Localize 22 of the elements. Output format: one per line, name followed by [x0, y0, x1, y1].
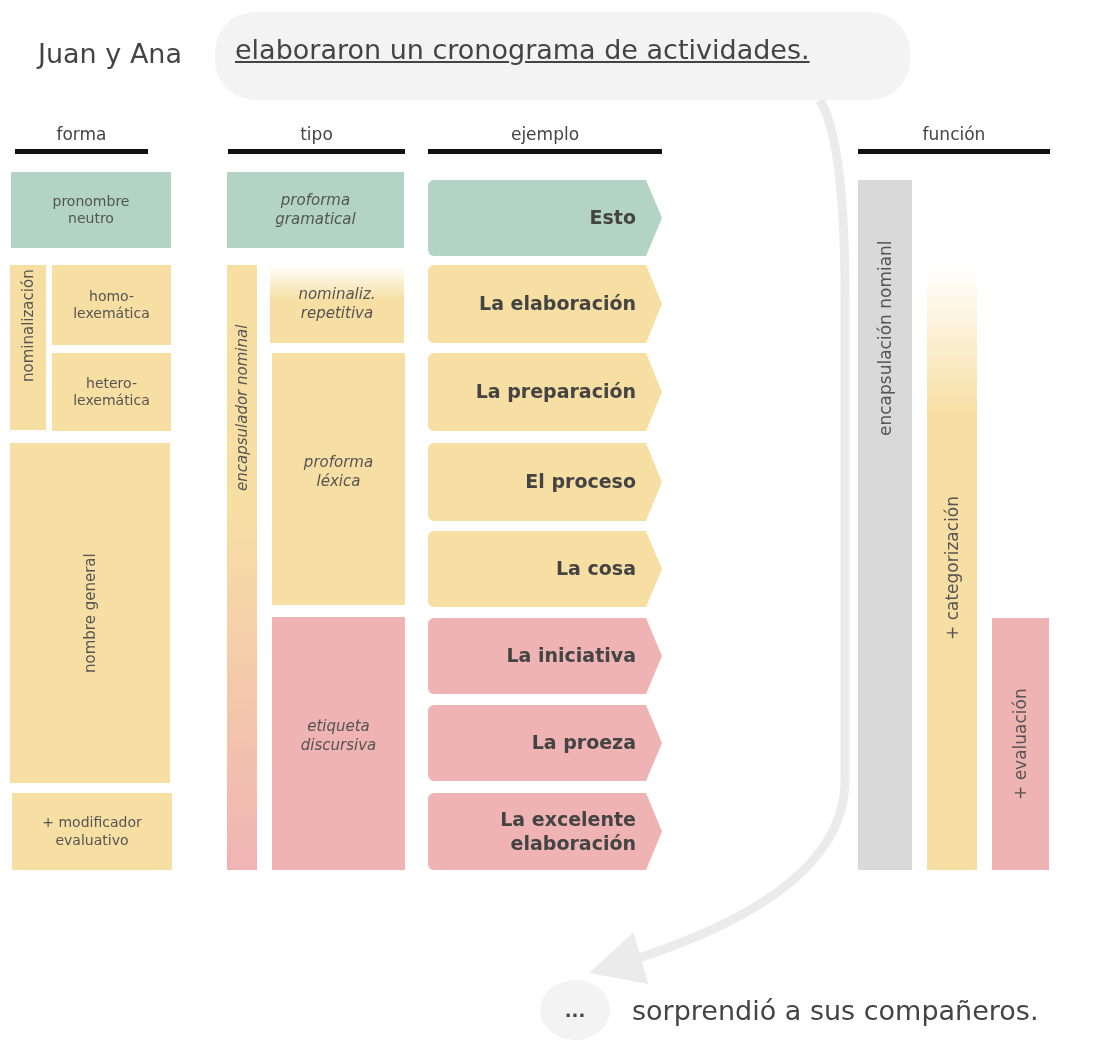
category-box: proforma léxica: [272, 353, 405, 605]
column-header: función: [921, 124, 987, 144]
vertical-bar: nominalización: [10, 265, 46, 430]
sentence-text: sorprendió a sus compañeros.: [632, 995, 1039, 1026]
category-box: nombre general: [10, 443, 170, 783]
speech-bubble: elaboraron un cronograma de actividades.: [215, 12, 910, 100]
column-header: ejemplo: [509, 124, 581, 144]
category-box: nominaliz. repetitiva: [270, 265, 404, 343]
column-header: forma: [55, 124, 108, 144]
category-box: hetero- lexemática: [52, 353, 171, 431]
category-box: homo- lexemática: [52, 265, 171, 345]
sentence-text: Juan y Ana: [38, 38, 182, 69]
vertical-bar: encapsulador nominal: [227, 265, 257, 870]
function-bar: + evaluación: [992, 618, 1049, 870]
category-box: + modificador evaluativo: [12, 793, 172, 870]
category-box: pronombre neutro: [11, 172, 171, 248]
category-box: etiqueta discursiva: [272, 617, 405, 870]
speech-bubble: ...: [540, 980, 610, 1040]
category-box: proforma gramatical: [227, 172, 404, 248]
curved-arrow: [589, 97, 850, 984]
function-bar: encapsulación nomianl: [858, 180, 912, 870]
column-header: tipo: [299, 124, 334, 144]
